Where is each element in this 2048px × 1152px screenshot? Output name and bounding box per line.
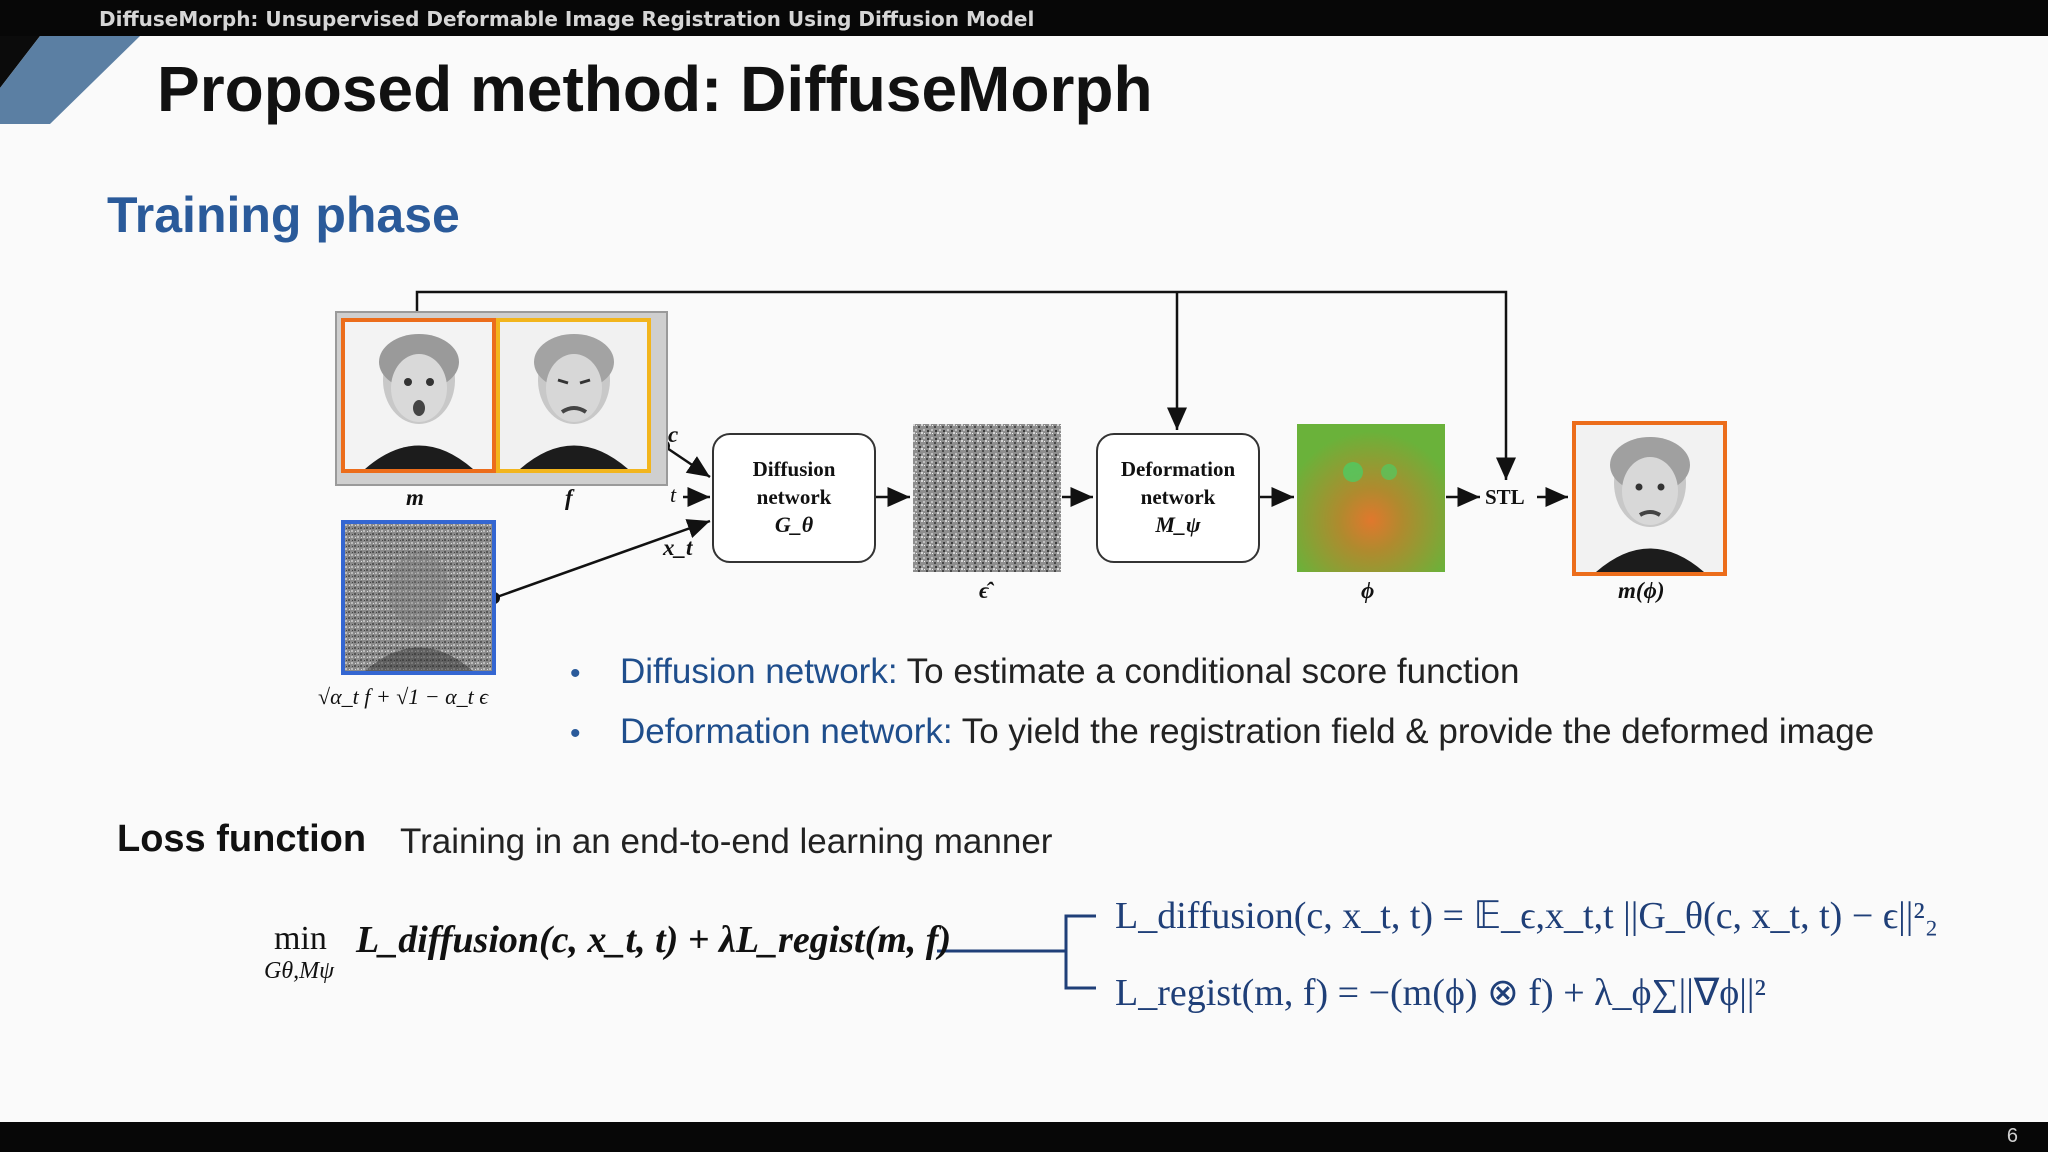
label-phi: ϕ [1361, 578, 1375, 603]
noisy-image [341, 520, 496, 675]
bullet-term: Deformation network: [620, 712, 953, 751]
bullet-text: To yield the registration field & provid… [952, 712, 1875, 751]
objective-min-subscript: Gθ,Mψ [264, 958, 335, 984]
loss-subtitle: Training in an end-to-end learning manne… [400, 822, 1053, 861]
deformation-network-symbol: M_ψ [1155, 512, 1201, 537]
label-output: m(ϕ) [1618, 578, 1665, 603]
paper-title: DiffuseMorph: Unsupervised Deformable Im… [99, 7, 1035, 31]
label-eps-hat: ϵ̂ [979, 578, 989, 603]
face-icon [500, 322, 647, 469]
label-xt: x_t [663, 535, 693, 560]
deformation-network-box: Deformation network M_ψ [1096, 433, 1260, 563]
label-fixed: f [565, 485, 573, 510]
bullet-dot: • [570, 657, 581, 690]
deformation-field-image [1297, 424, 1445, 572]
diffusion-network-line2: network [756, 485, 832, 509]
moving-image [341, 318, 496, 473]
bullet-dot: • [570, 717, 581, 750]
corner-decoration [0, 36, 140, 124]
diffusion-network-line1: Diffusion [752, 457, 836, 481]
noisy-face-icon [345, 524, 492, 671]
label-stl: STL [1485, 485, 1525, 509]
regist-loss-equation: L_regist(m, f) = −(m(ϕ) ⊗ f) + λ_ϕ∑||∇ϕ|… [1115, 972, 1766, 1014]
label-noisy-formula: √α_t f + √1 − α_t ϵ [318, 684, 489, 709]
label-c: c [668, 422, 679, 447]
footer-bar: 6 [0, 1122, 2048, 1152]
deformation-network-line2: network [1140, 485, 1216, 509]
diffusion-network-symbol: G_θ [774, 512, 814, 537]
bullet-list: • Diffusion network: To estimate a condit… [570, 652, 1874, 772]
face-icon [345, 322, 492, 469]
section-heading: Training phase [107, 187, 460, 243]
loss-heading: Loss function [117, 818, 367, 860]
bullet-item: • Deformation network: To yield the regis… [570, 712, 1874, 772]
diffusion-loss-equation: L_diffusion(c, x_t, t) = 𝔼_ϵ,x_t,t ||G_θ… [1115, 895, 1938, 937]
face-icon [1576, 425, 1723, 572]
header-bar: DiffuseMorph: Unsupervised Deformable Im… [0, 0, 2048, 36]
label-moving: m [406, 485, 424, 510]
label-t: t [670, 482, 677, 507]
page-number: 6 [2006, 1125, 2018, 1147]
deformation-network-line1: Deformation [1120, 457, 1236, 481]
bullet-item: • Diffusion network: To estimate a condit… [570, 652, 1874, 712]
diffusion-network-box: Diffusion network G_θ [712, 433, 876, 563]
objective-min: min [274, 920, 327, 957]
bullet-term: Diffusion network: [620, 652, 898, 691]
slide-title: Proposed method: DiffuseMorph [157, 53, 1153, 125]
fixed-image [496, 318, 651, 473]
objective-expression: L_diffusion(c, x_t, t) + λL_regist(m, f) [356, 919, 952, 961]
bullet-text: To estimate a conditional score function [897, 652, 1520, 691]
estimated-noise-image [913, 424, 1061, 572]
deformed-output-image [1572, 421, 1727, 576]
